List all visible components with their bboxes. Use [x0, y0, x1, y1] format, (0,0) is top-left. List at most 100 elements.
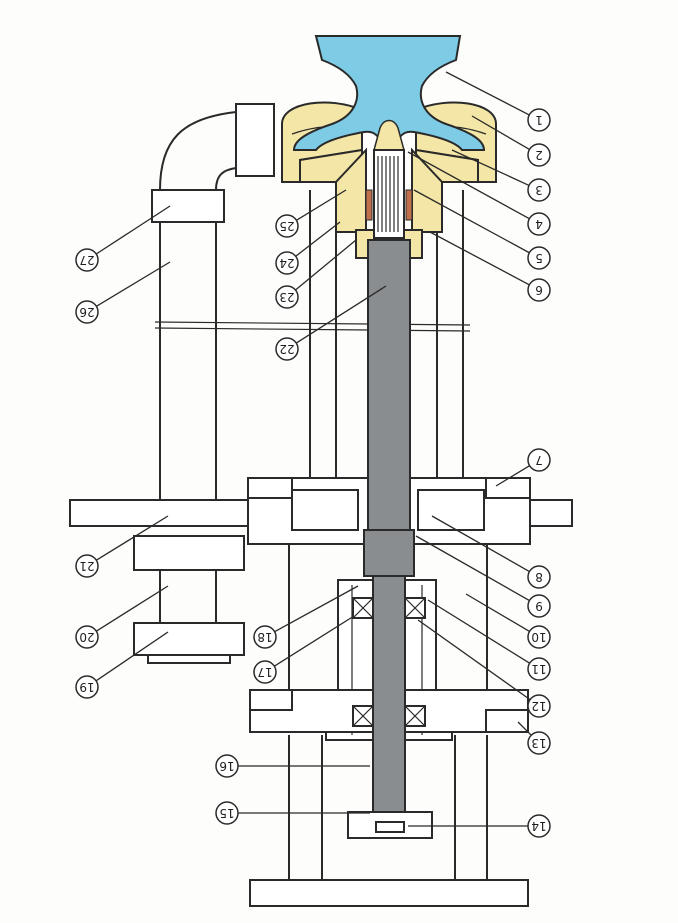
callout-number: 3 [535, 183, 543, 197]
callout-leader [95, 205, 171, 255]
callout-21: 21 [75, 515, 169, 578]
callout-number: 13 [531, 736, 546, 750]
callout-number: 6 [535, 283, 543, 297]
upper-shaft [363, 149, 415, 577]
callout-number: 20 [79, 630, 94, 644]
callout-leader [95, 585, 169, 632]
callout-circle [275, 285, 299, 309]
callout-leader [451, 149, 530, 186]
callout-leader [427, 599, 531, 664]
callout-number: 8 [535, 570, 543, 584]
callout-number: 16 [219, 759, 234, 773]
callout-number: 14 [531, 819, 546, 833]
callout-circle [253, 625, 277, 649]
callout-number: 23 [279, 290, 294, 304]
callout-number: 11 [531, 662, 546, 676]
callout-number: 5 [535, 251, 543, 265]
callout-circle [75, 625, 99, 649]
callout-22: 22 [275, 285, 387, 361]
callout-leader [295, 239, 357, 291]
callout-circle [527, 594, 551, 618]
callout-circle [527, 625, 551, 649]
callout-leader [429, 231, 530, 286]
callout-number: 7 [535, 453, 543, 467]
callout-13: 13 [517, 721, 551, 755]
callout-10: 10 [465, 593, 551, 649]
bearings [352, 597, 426, 727]
callout-number: 12 [531, 699, 546, 713]
callout-6: 6 [429, 231, 551, 302]
seal-left [365, 189, 373, 221]
callout-5: 5 [413, 189, 551, 270]
callout-leader [295, 285, 387, 344]
callout-circle [215, 801, 239, 825]
callout-leader [96, 515, 169, 561]
callout-23: 23 [275, 239, 357, 309]
callout-circle [527, 212, 551, 236]
callout-15: 15 [215, 801, 370, 825]
callout-3: 3 [451, 149, 551, 202]
callout-20: 20 [75, 585, 169, 649]
callout-circle [527, 694, 551, 718]
callout-14: 14 [408, 814, 551, 838]
callout-circle [527, 278, 551, 302]
callout-leader [465, 593, 530, 632]
callout-number: 2 [535, 148, 543, 162]
callout-11: 11 [427, 599, 551, 681]
callout-25: 25 [275, 189, 347, 238]
callout-number: 10 [531, 630, 546, 644]
callout-circle [527, 448, 551, 472]
callout-circle [527, 178, 551, 202]
callout-24: 24 [275, 221, 341, 275]
callout-leader [471, 115, 530, 151]
base-frame [249, 735, 529, 907]
shaft-lower [372, 574, 406, 826]
callout-leader [431, 515, 530, 573]
break-lines [154, 321, 471, 332]
callout-27: 27 [75, 205, 171, 272]
impeller [292, 35, 486, 151]
callout-8: 8 [431, 515, 551, 589]
callout-9: 9 [415, 535, 551, 618]
callout-circle [527, 246, 551, 270]
callout-circle [75, 675, 99, 699]
callout-18: 18 [253, 585, 359, 649]
callout-17: 17 [253, 615, 355, 684]
callout-leader [495, 465, 530, 487]
callout-leader [296, 189, 347, 221]
callout-leader [407, 151, 530, 220]
callout-number: 25 [279, 219, 294, 233]
callout-circle [275, 214, 299, 238]
callout-leader [415, 535, 530, 602]
callout-circle [527, 814, 551, 838]
callout-leader [273, 615, 355, 667]
callout-labels: 1234567891011121314151617181920212223242… [75, 71, 551, 838]
callout-leader [413, 189, 530, 254]
callout-number: 4 [535, 217, 543, 231]
callout-number: 24 [279, 256, 294, 270]
callout-leader [295, 221, 341, 257]
shaft-main [367, 239, 411, 533]
callout-number: 17 [257, 665, 272, 679]
callout-circle [275, 251, 299, 275]
callout-1: 1 [445, 71, 551, 132]
callout-number: 18 [257, 630, 272, 644]
callout-number: 9 [535, 599, 543, 613]
discharge-pipe [133, 103, 275, 664]
callout-number: 22 [279, 342, 294, 356]
callout-circle [527, 108, 551, 132]
lower-shaft [347, 574, 433, 839]
callout-4: 4 [407, 151, 551, 236]
callout-26: 26 [75, 261, 171, 324]
shaft-thread [377, 156, 399, 232]
callout-circle [75, 554, 99, 578]
callout-leader [417, 619, 531, 701]
callout-circle [75, 248, 99, 272]
callout-leader [274, 585, 359, 633]
callout-number: 27 [79, 253, 94, 267]
callout-7: 7 [495, 448, 551, 487]
callout-circle [527, 731, 551, 755]
callout-number: 26 [79, 305, 94, 319]
callout-16: 16 [215, 754, 370, 778]
